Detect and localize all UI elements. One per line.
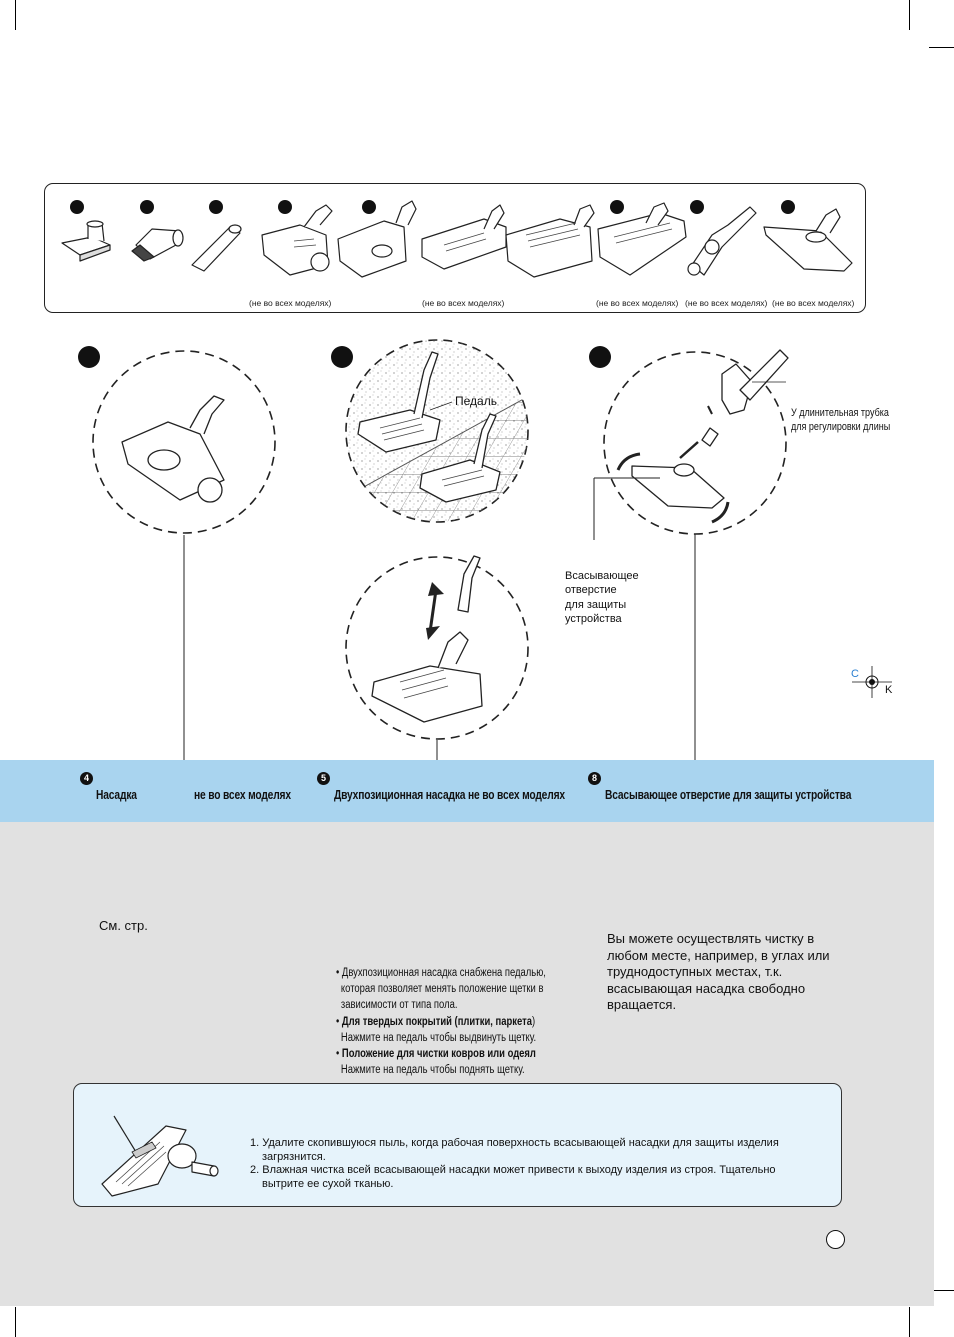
model-note: (не во всех моделях) bbox=[596, 298, 679, 308]
section-title: Насадка bbox=[96, 788, 137, 802]
step-marker bbox=[78, 346, 100, 368]
bullet-line: зависимости от типа пола. bbox=[340, 999, 458, 1012]
content-area bbox=[0, 822, 934, 1306]
suction-callout: для защиты bbox=[565, 599, 627, 611]
caution-list: 1. Удалите скопившуюся пыль, когда рабоч… bbox=[250, 1137, 779, 1190]
section-header-band bbox=[0, 760, 934, 822]
reg-k-label: K bbox=[885, 684, 893, 696]
model-note: (не во всех моделях) bbox=[249, 298, 332, 308]
crop-mark bbox=[15, 0, 16, 30]
cleaning-illustration bbox=[101, 1115, 219, 1197]
accessory-marker bbox=[610, 200, 624, 214]
suction-callout: отверстие bbox=[565, 584, 617, 596]
crop-mark bbox=[929, 47, 954, 48]
bullet-line: которая позволяет менять положение щетки… bbox=[340, 983, 544, 996]
accessory-marker bbox=[140, 200, 154, 214]
accessory-marker bbox=[781, 200, 795, 214]
section-title: Двухпозиционная насадка не во всех модел… bbox=[334, 788, 565, 802]
crop-mark bbox=[909, 1307, 910, 1337]
bullet-line: • Положение для чистки ковров или одеял bbox=[336, 1048, 536, 1061]
tube-callout: У длинительная трубка bbox=[791, 407, 889, 419]
reg-c-label: C bbox=[851, 668, 859, 680]
model-note: (не во всех моделях) bbox=[422, 298, 505, 308]
suction-callout: устройства bbox=[565, 613, 622, 625]
section-number: 4 bbox=[80, 772, 93, 785]
accessory-marker bbox=[690, 200, 704, 214]
page-number-circle bbox=[826, 1230, 845, 1249]
bullet-line: Нажмите на педаль чтобы поднять щетку. bbox=[340, 1064, 525, 1077]
bullet-line: Нажмите на педаль чтобы выдвинуть щетку. bbox=[340, 1031, 537, 1044]
registration-mark bbox=[852, 666, 892, 698]
bullet-line: • Для твердых покрытий (плитки, паркета) bbox=[336, 1015, 536, 1028]
crop-mark bbox=[909, 0, 910, 30]
crop-mark bbox=[15, 1307, 16, 1337]
suction-callout: Всасывающее bbox=[565, 570, 639, 582]
section-title-note: не во всех моделях bbox=[194, 788, 291, 802]
model-note: (не во всех моделях) bbox=[772, 298, 855, 308]
step-marker bbox=[589, 346, 611, 368]
section-title: Всасывающее отверстие для защиты устройс… bbox=[605, 788, 852, 802]
pedal-label: Педаль bbox=[455, 394, 497, 408]
accessory-marker bbox=[70, 200, 84, 214]
accessory-marker bbox=[209, 200, 223, 214]
model-note: (не во всех моделях) bbox=[685, 298, 768, 308]
two-position-bullets: • Двухпозиционная насадка снабжена педал… bbox=[336, 965, 592, 1078]
step-marker bbox=[331, 346, 353, 368]
accessory-panel bbox=[44, 183, 866, 313]
nozzle-illustrations bbox=[92, 339, 789, 760]
accessory-marker bbox=[278, 200, 292, 214]
tube-callout: для регулировки длины bbox=[791, 421, 891, 433]
section-number: 5 bbox=[317, 772, 330, 785]
see-page-text: См. стр. bbox=[99, 918, 148, 933]
bullet-line: • Двухпозиционная насадка снабжена педал… bbox=[336, 967, 546, 979]
crop-mark bbox=[929, 1290, 954, 1291]
suction-description: Вы можете осуществлять чистку в любом ме… bbox=[607, 931, 830, 1012]
caution-note-box bbox=[73, 1083, 842, 1207]
section-number: 8 bbox=[588, 772, 601, 785]
accessory-tools-illustration bbox=[61, 200, 853, 278]
accessory-marker bbox=[362, 200, 376, 214]
